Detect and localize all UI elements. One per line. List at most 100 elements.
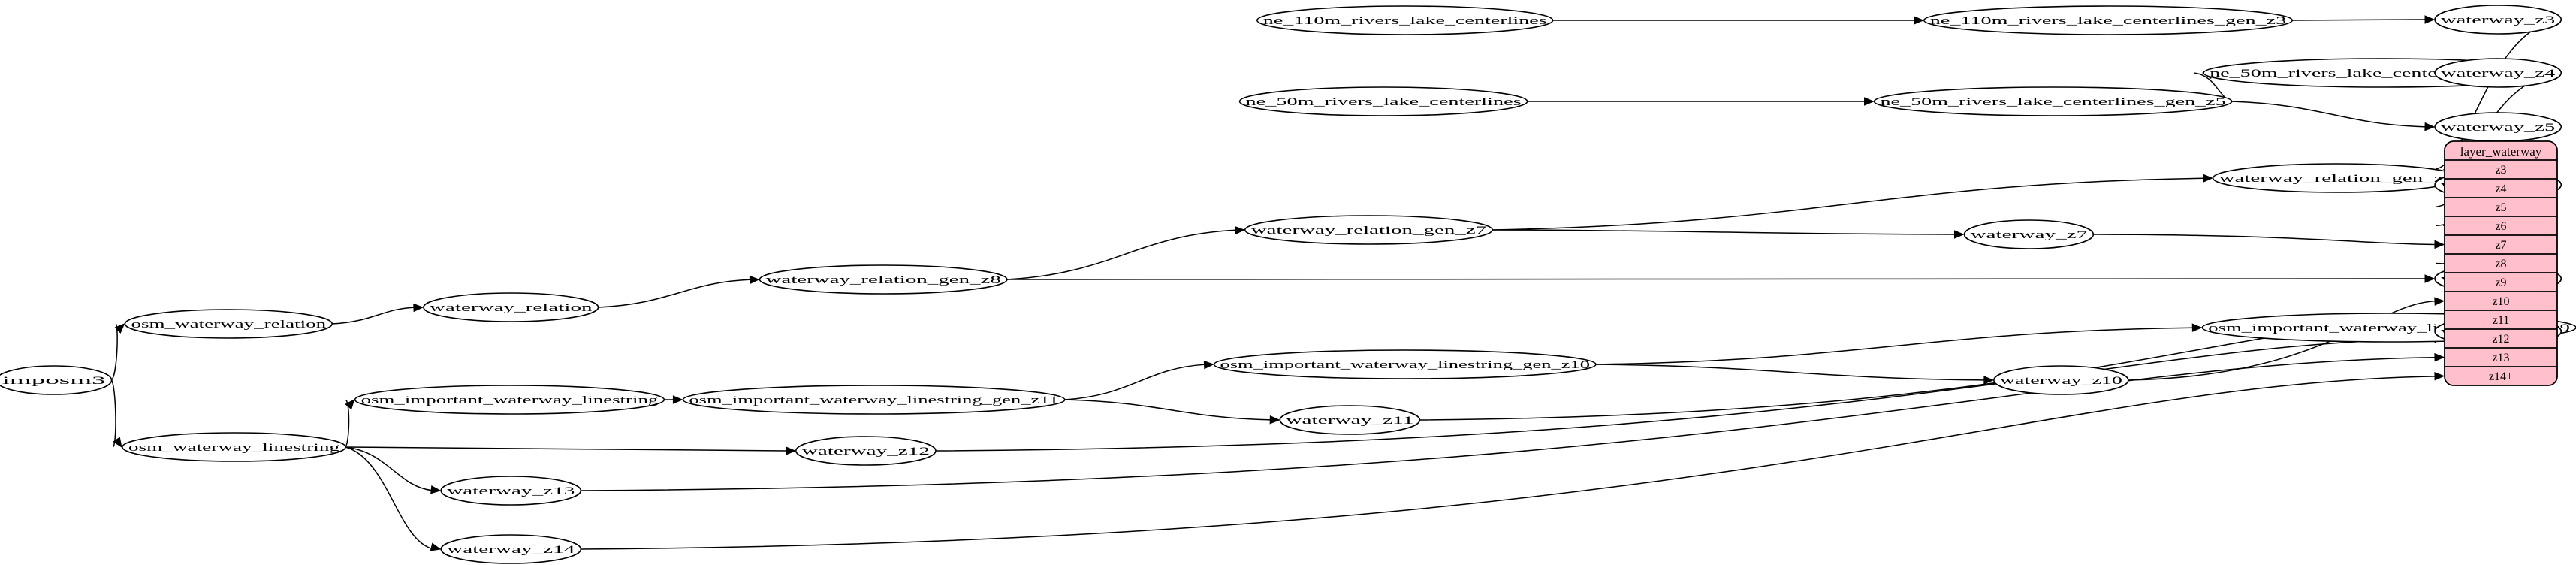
edge-osm_waterway_linestring-to-waterway_z12 [345,446,787,452]
node-label-waterway_z4: waterway_z4 [2441,68,2556,80]
node-waterway_z3[interactable]: waterway_z3 [2434,5,2562,35]
record-row-z6[interactable]: z6 [2495,220,2506,233]
edge-arrowhead-icon [430,485,442,494]
node-label-osm_waterway_linestring: osm_waterway_linestring [128,442,340,454]
node-label-waterway_z13: waterway_z13 [447,485,575,497]
node-waterway_z12[interactable]: waterway_z12 [795,436,937,466]
edge-arrowhead-icon [2434,297,2445,306]
edge-waterway_relation_gen_z8-to-waterway_relation_gen_z7 [1006,229,1236,280]
node-label-ne_50m_rivers_lake_centerlines: ne_50m_rivers_lake_centerlines [1246,96,1522,108]
node-label-ne_110m_rivers_lake_centerlines_gen_z3: ne_110m_rivers_lake_centerlines_gen_z3 [1930,15,2287,27]
edge-osm_waterway_linestring-to-osm_important_waterway_linestring [345,399,350,448]
node-waterway_z11[interactable]: waterway_z11 [1279,405,1421,435]
edge-arrowhead-icon [2434,352,2445,362]
node-label-waterway_relation_gen_z8: waterway_relation_gen_z8 [765,274,1000,286]
node-label-waterway_relation: waterway_relation [430,302,593,314]
edge-arrowhead-icon [345,398,355,410]
edge-osm_waterway_linestring-to-waterway_z14 [345,446,433,550]
edge-arrowhead-icon [749,275,760,285]
node-label-waterway_z7: waterway_z7 [1970,229,2088,241]
record-row-z4[interactable]: z4 [2495,183,2506,195]
edge-arrowhead-icon [413,303,424,313]
node-label-waterway_z12: waterway_z12 [802,446,930,458]
node-osm_waterway_linestring[interactable]: osm_waterway_linestring [122,432,346,462]
node-ne_50m_rivers_lake_centerlines_gen_z5[interactable]: ne_50m_rivers_lake_centerlines_gen_z5 [1873,86,2233,116]
node-label-waterway_relation_gen_z6: waterway_relation_gen_z6 [2219,173,2455,185]
edge-arrowhead-icon [672,395,683,404]
node-waterway_z14[interactable]: waterway_z14 [440,534,582,564]
record-row-z7[interactable]: z7 [2495,239,2506,252]
edge-waterway_z12-to-layer_waterway-z12 [935,337,2436,452]
edge-osm_important_waterway_linestring_gen_z10-to-waterway_z10 [1595,364,1985,381]
node-label-imposm3: imposm3 [2,375,106,387]
edge-arrowhead-icon [2203,174,2213,183]
node-waterway_z10[interactable]: waterway_z10 [1993,365,2129,395]
edge-arrowhead-icon [1864,97,1875,106]
record-row-z11[interactable]: z11 [2493,314,2510,327]
edge-osm_important_waterway_linestring_gen_z11-to-osm_important_waterway_linestring_gen_z10 [1064,364,1205,400]
nodes-layer: imposm3 osm_waterway_relation osm_waterway… [0,5,2576,564]
record-row-z10[interactable]: z10 [2492,295,2509,308]
node-label-waterway_z14: waterway_z14 [447,544,575,556]
node-waterway_z13[interactable]: waterway_z13 [440,476,582,506]
record-node-layer-waterway[interactable]: layer_waterway z3 z4 z5 z6 z7 z8 z9 z10 z11 z12 z13… [2444,140,2558,386]
edge-waterway_relation-to-waterway_relation_gen_z8 [598,279,751,308]
edge-arrowhead-icon [1203,360,1214,370]
node-osm_important_waterway_linestring_gen_z10[interactable]: osm_important_waterway_linestring_gen_z1… [1213,349,1597,379]
node-waterway_relation_gen_z6[interactable]: waterway_relation_gen_z6 [2212,163,2461,193]
edge-imposm3-to-osm_waterway_linestring [110,379,116,448]
edge-waterway_z7-to-layer_waterway-z7 [2093,234,2436,246]
record-row-z5[interactable]: z5 [2495,201,2506,214]
node-imposm3[interactable]: imposm3 [0,365,113,395]
edge-arrowhead-icon [2424,274,2436,283]
edge-waterway_relation_gen_z7-to-waterway_relation_gen_z6 [1492,177,2204,231]
node-label-ne_110m_rivers_lake_centerlines: ne_110m_rivers_lake_centerlines [1263,15,1547,27]
node-label-osm_important_waterway_linestring: osm_important_waterway_linestring [361,394,659,406]
record-row-z3[interactable]: z3 [2495,164,2506,177]
node-waterway_z7[interactable]: waterway_z7 [1963,219,2095,249]
record-node-layer: layer_waterway z3 z4 z5 z6 z7 z8 z9 z10 z11 z12 z13… [2444,140,2558,386]
edge-osm_important_waterway_linestring_gen_z11-to-waterway_z11 [1064,399,1271,421]
node-ne_110m_rivers_lake_centerlines_gen_z3[interactable]: ne_110m_rivers_lake_centerlines_gen_z3 [1923,5,2294,35]
record-row-z9[interactable]: z9 [2495,276,2506,289]
edge-arrowhead-icon [786,446,797,455]
node-label-ne_50m_rivers_lake_centerlines_gen_z5: ne_50m_rivers_lake_centerlines_gen_z5 [1881,96,2226,108]
edge-arrowhead-icon [114,323,125,334]
edge-arrowhead-icon [430,542,442,551]
edge-waterway_z13-to-layer_waterway-z13 [581,357,2436,491]
node-waterway_relation_gen_z8[interactable]: waterway_relation_gen_z8 [759,264,1008,295]
record-row-z14plus[interactable]: z14+ [2489,370,2513,383]
edge-osm_important_waterway_linestring_gen_z10-to-osm_important_waterway_linestring_gen_z9 [1595,327,2194,365]
edge-waterway_z14-to-layer_waterway-z14- [581,376,2436,550]
node-waterway_relation[interactable]: waterway_relation [423,292,599,322]
node-osm_important_waterway_linestring[interactable]: osm_important_waterway_linestring [354,385,665,415]
edge-arrowhead-icon [113,437,122,449]
record-row-z12[interactable]: z12 [2492,333,2509,346]
node-label-osm_important_waterway_linestring_gen_z10: osm_important_waterway_linestring_gen_z1… [1220,359,1590,371]
node-ne_50m_rivers_lake_centerlines[interactable]: ne_50m_rivers_lake_centerlines [1238,86,1528,116]
node-label-osm_waterway_relation: osm_waterway_relation [131,319,327,331]
record-row-z8[interactable]: z8 [2495,258,2506,270]
edge-waterway_relation_gen_z7-to-waterway_z7 [1492,229,1956,235]
node-waterway_z4[interactable]: waterway_z4 [2434,58,2562,88]
edge-imposm3-to-osm_waterway_relation [110,323,118,381]
edge-arrowhead-icon [1983,376,1995,385]
edge-osm_waterway_relation-to-waterway_relation [332,307,415,325]
record-row-z13[interactable]: z13 [2492,352,2509,364]
edge-arrowhead-icon [2424,15,2436,24]
edge-ne_50m_rivers_lake_centerlines_gen_z5-to-waterway_z5 [2231,101,2427,128]
node-osm_waterway_relation[interactable]: osm_waterway_relation [124,309,333,339]
node-osm_important_waterway_linestring_gen_z11[interactable]: osm_important_waterway_linestring_gen_z1… [682,385,1066,415]
node-ne_110m_rivers_lake_centerlines[interactable]: ne_110m_rivers_lake_centerlines [1256,5,1554,35]
node-label-waterway_z10: waterway_z10 [2000,375,2122,387]
node-waterway_relation_gen_z7[interactable]: waterway_relation_gen_z7 [1244,215,1493,245]
edge-arrowhead-icon [1269,415,1280,425]
edge-arrowhead-icon [1953,230,1965,239]
node-label-osm_important_waterway_linestring_gen_z11: osm_important_waterway_linestring_gen_z1… [689,394,1058,406]
node-label-waterway_z3: waterway_z3 [2441,14,2555,26]
edge-arrowhead-icon [1914,16,1925,25]
record-title: layer_waterway [2460,144,2542,159]
node-waterway_z5[interactable]: waterway_z5 [2434,112,2562,142]
